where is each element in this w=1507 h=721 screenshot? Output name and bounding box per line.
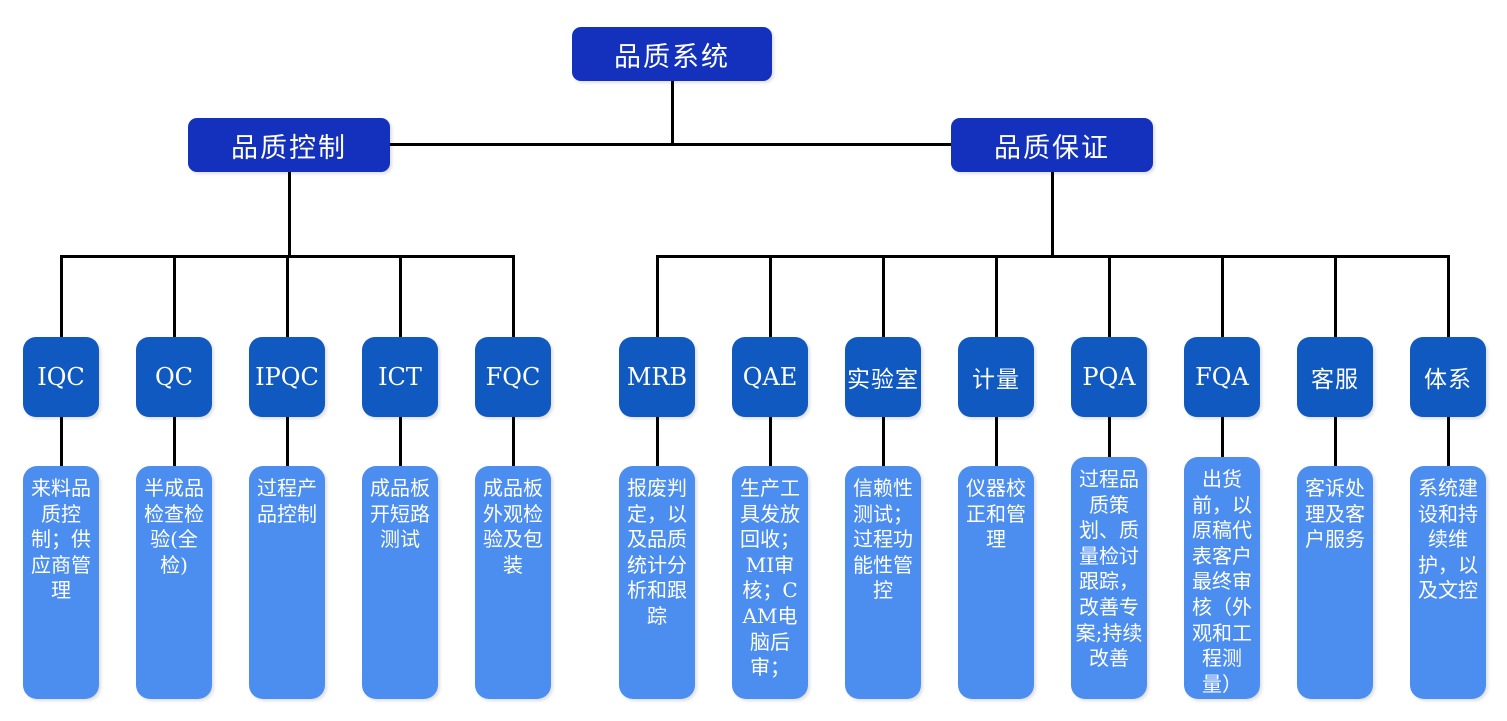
- node-desc-metrology[interactable]: 仪器校正和管理: [958, 466, 1034, 699]
- node-dept-customer-service[interactable]: 客服: [1297, 337, 1373, 417]
- connector-desc-stem-met: [995, 417, 998, 466]
- connector-desc-stem-lab: [882, 417, 885, 466]
- connector-dept-stem-mrb: [656, 255, 659, 337]
- connector-qa-stem: [1051, 170, 1054, 257]
- node-desc-customer-service[interactable]: 客诉处理及客户服务: [1297, 466, 1373, 699]
- node-desc-pqa[interactable]: 过程品质策划、质量检讨跟踪，改善专案;持续改善: [1071, 457, 1147, 699]
- node-desc-fqa[interactable]: 出货前，以原稿代表客户最终审核（外观和工程测量）: [1184, 457, 1260, 699]
- desc-text-customer-service: 客诉处理及客户服务: [1305, 476, 1365, 552]
- node-dept-fqa[interactable]: FQA: [1184, 337, 1260, 417]
- connector-dept-stem-ipqc: [286, 255, 289, 337]
- node-dept-mrb[interactable]: MRB: [619, 337, 695, 417]
- connector-desc-stem-fqa: [1221, 417, 1224, 457]
- connector-dept-stem-cs: [1334, 255, 1337, 337]
- connector-desc-stem-qae: [769, 417, 772, 466]
- node-dept-laboratory[interactable]: 实验室: [845, 337, 921, 417]
- desc-text-qc: 半成品检查检验(全检): [144, 476, 204, 577]
- node-dept-pqa[interactable]: PQA: [1071, 337, 1147, 417]
- node-dept-qae[interactable]: QAE: [732, 337, 808, 417]
- desc-text-metrology: 仪器校正和管理: [966, 476, 1026, 552]
- node-dept-ict[interactable]: ICT: [362, 337, 438, 417]
- node-desc-fqc[interactable]: 成品板外观检验及包装: [475, 466, 551, 699]
- connector-dept-stem-qae: [769, 255, 772, 337]
- connector-desc-stem-ict: [399, 417, 402, 466]
- connector-qc-stem: [288, 170, 291, 257]
- desc-text-ipqc: 过程产品控制: [257, 476, 317, 526]
- desc-text-iqc: 来料品质控制；供应商管理: [31, 476, 91, 603]
- connector-desc-stem-sys: [1447, 417, 1450, 466]
- connector-dept-stem-ict: [399, 255, 402, 337]
- connector-desc-stem-mrb: [656, 417, 659, 466]
- connector-qa-dept-bus: [657, 255, 1449, 258]
- desc-text-fqa: 出货前，以原稿代表客户最终审核（外观和工程测量）: [1192, 467, 1252, 696]
- desc-text-system: 系统建设和持续维护，以及文控: [1418, 476, 1478, 603]
- connector-dept-stem-met: [995, 255, 998, 337]
- connector-dept-stem-fqc: [512, 255, 515, 337]
- node-desc-qae[interactable]: 生产工具发放回收；MI审核；CAM电脑后审；: [732, 466, 808, 699]
- node-desc-mrb[interactable]: 报废判定，以及品质统计分析和跟踪: [619, 466, 695, 699]
- desc-text-fqc: 成品板外观检验及包装: [483, 476, 543, 577]
- desc-text-pqa: 过程品质策划、质量检讨跟踪，改善专案;持续改善: [1075, 467, 1143, 671]
- node-desc-laboratory[interactable]: 信赖性测试；过程功能性管控: [845, 466, 921, 699]
- connector-desc-stem-pqa: [1108, 417, 1111, 457]
- node-desc-ipqc[interactable]: 过程产品控制: [249, 466, 325, 699]
- node-dept-system[interactable]: 体系: [1410, 337, 1486, 417]
- desc-text-laboratory: 信赖性测试；过程功能性管控: [853, 476, 913, 603]
- connector-desc-stem-ipqc: [286, 417, 289, 466]
- node-dept-qc[interactable]: QC: [136, 337, 212, 417]
- node-branch-quality-control[interactable]: 品质控制: [188, 118, 390, 172]
- connector-dept-stem-sys: [1447, 255, 1450, 337]
- node-dept-fqc[interactable]: FQC: [475, 337, 551, 417]
- connector-dept-stem-lab: [882, 255, 885, 337]
- connector-root-stem: [671, 80, 674, 144]
- connector-dept-stem-fqa: [1221, 255, 1224, 337]
- node-desc-ict[interactable]: 成品板开短路测试: [362, 466, 438, 699]
- node-dept-metrology[interactable]: 计量: [958, 337, 1034, 417]
- connector-desc-stem-fqc: [512, 417, 515, 466]
- connector-dept-stem-qc: [173, 255, 176, 337]
- desc-text-mrb: 报废判定，以及品质统计分析和跟踪: [627, 476, 687, 628]
- connector-dept-stem-iqc: [60, 255, 63, 337]
- node-root-quality-system[interactable]: 品质系统: [572, 27, 772, 81]
- node-dept-iqc[interactable]: IQC: [23, 337, 99, 417]
- node-desc-qc[interactable]: 半成品检查检验(全检): [136, 466, 212, 699]
- connector-dept-stem-pqa: [1108, 255, 1111, 337]
- connector-branch-bus: [289, 143, 1053, 146]
- node-branch-quality-assurance[interactable]: 品质保证: [951, 118, 1153, 172]
- desc-text-ict: 成品板开短路测试: [370, 476, 430, 552]
- connector-desc-stem-iqc: [60, 417, 63, 466]
- connector-desc-stem-qc: [173, 417, 176, 466]
- node-desc-system[interactable]: 系统建设和持续维护，以及文控: [1410, 466, 1486, 699]
- desc-text-qae: 生产工具发放回收；MI审核；CAM电脑后审；: [740, 476, 800, 680]
- node-dept-ipqc[interactable]: IPQC: [249, 337, 325, 417]
- connector-desc-stem-cs: [1334, 417, 1337, 466]
- node-desc-iqc[interactable]: 来料品质控制；供应商管理: [23, 466, 99, 699]
